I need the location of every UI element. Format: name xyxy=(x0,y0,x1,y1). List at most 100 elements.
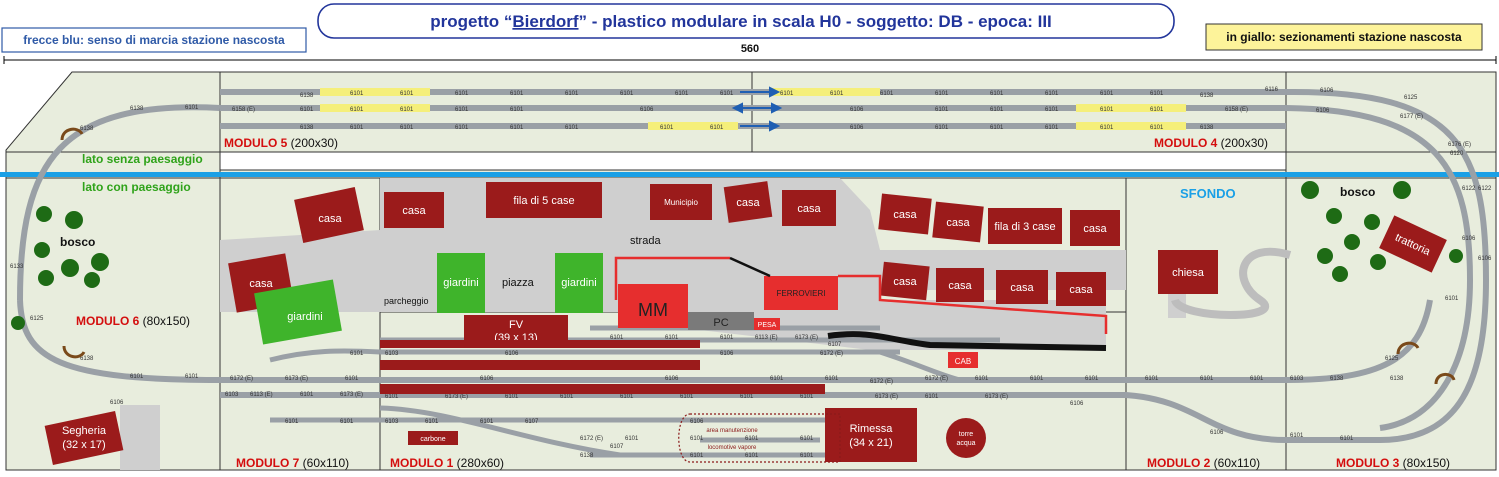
building-trattoria xyxy=(1379,215,1447,273)
track-number: 6101 xyxy=(925,394,939,400)
track-number: 6101 xyxy=(975,376,989,382)
track-number: 6101 xyxy=(690,436,704,442)
track-number: 6101 xyxy=(565,91,579,97)
track-number: 6101 xyxy=(1445,296,1459,302)
track-number: 6122 xyxy=(1462,186,1476,192)
tree-icon xyxy=(65,211,83,229)
track-number: 6103 xyxy=(385,419,399,425)
track-number: 6101 xyxy=(935,91,949,97)
track-number: 6101 xyxy=(1290,433,1304,439)
building-label: fila di 5 case xyxy=(513,195,574,207)
track-number: 6101 xyxy=(510,107,524,113)
track-number: 6106 xyxy=(1478,256,1492,262)
track-number: 6101 xyxy=(1085,376,1099,382)
track-number: 6101 xyxy=(1145,376,1159,382)
tree-icon xyxy=(1301,181,1319,199)
building-rimessa xyxy=(825,408,917,462)
track-number: 6101 xyxy=(1100,107,1114,113)
direction-arrows xyxy=(731,86,783,132)
track-number: 6101 xyxy=(1340,436,1354,442)
track-number: 6101 xyxy=(990,91,1004,97)
garden-label: giardini xyxy=(443,277,478,289)
maintenance-outline xyxy=(678,413,841,463)
building-label: MM xyxy=(638,300,668,320)
width-label: 560 xyxy=(741,43,759,55)
track-numbers: 6138 6101 6101 6101 6101 6101 6101 6101 … xyxy=(10,87,1492,459)
track-number: 6107 xyxy=(828,342,842,348)
building-casa xyxy=(996,270,1048,304)
track-number: 6101 xyxy=(1150,125,1164,131)
track-number: 6101 xyxy=(745,436,759,442)
track-number: 6101 xyxy=(1150,91,1164,97)
track-number: 6138 xyxy=(1200,125,1214,131)
tree-icon xyxy=(1317,248,1333,264)
track-number: 6106 xyxy=(640,107,654,113)
track-number: 6101 xyxy=(990,107,1004,113)
module-size: (80x150) xyxy=(1399,456,1450,470)
building-label: casa xyxy=(893,209,917,221)
module-4-label: MODULO 4 (200x30) xyxy=(1154,136,1268,150)
track-siding xyxy=(269,348,381,363)
track-number: 6138 xyxy=(130,106,144,112)
track-number: 6138 xyxy=(1200,93,1214,99)
track-number: 6106 xyxy=(850,125,864,131)
building-carbone xyxy=(408,431,458,445)
track-number: 6101 xyxy=(560,394,574,400)
track-number: 6106 xyxy=(505,351,519,357)
track-number: 6101 xyxy=(680,394,694,400)
edges xyxy=(614,256,1108,351)
track-number: 6113 (E) xyxy=(250,392,273,398)
track-main xyxy=(220,392,1380,443)
module-size: (80x150) xyxy=(139,314,190,328)
track-number: 6101 xyxy=(800,453,814,459)
track-number: 6103 xyxy=(385,351,399,357)
platform xyxy=(380,340,700,348)
track-number: 6101 xyxy=(510,91,524,97)
tree-icon xyxy=(91,253,109,271)
module-name: MODULO 1 xyxy=(390,456,454,470)
track-main xyxy=(17,299,1433,383)
track-number: 6101 xyxy=(345,376,359,382)
building-label: acqua xyxy=(956,440,975,447)
building-label: casa xyxy=(1010,282,1034,294)
track-number: 6101 xyxy=(505,394,519,400)
track-number: 6101 xyxy=(1100,91,1114,97)
track-number: 6125 xyxy=(1385,356,1399,362)
track-number: 6172 (E) xyxy=(870,379,893,385)
building-label: FERROVIERI xyxy=(777,289,826,298)
track-number: 6173 (E) xyxy=(985,394,1008,400)
track-number: 6101 xyxy=(610,335,624,341)
buildings: casa casa fila di 5 case Municipio casa … xyxy=(44,181,1447,466)
track-number: 6106 xyxy=(690,419,704,425)
module-5-label: MODULO 5 (200x30) xyxy=(224,136,338,150)
maintenance-area: area manutenzione locomotive vapore xyxy=(678,413,841,463)
track-siding xyxy=(379,405,621,458)
building-label: Segheria xyxy=(62,425,107,437)
red-boundary xyxy=(614,256,730,300)
garden xyxy=(437,253,485,313)
platform xyxy=(380,360,700,370)
lane-loop xyxy=(1171,247,1292,319)
track-number: 6138 xyxy=(80,126,94,132)
track-number: 6138 xyxy=(300,93,314,99)
building-casa xyxy=(936,268,984,302)
track-number: 6172 (E) xyxy=(580,436,603,442)
track-number: 6177 (E) xyxy=(1400,114,1423,120)
module-name: MODULO 7 xyxy=(236,456,300,470)
tree-icon xyxy=(34,242,50,258)
building-municipio xyxy=(650,184,712,220)
module-name: MODULO 3 xyxy=(1336,456,1400,470)
track-number: 6138 xyxy=(580,453,594,459)
module-size: (280x60) xyxy=(453,456,504,470)
garden xyxy=(254,279,342,345)
track-number: 6101 xyxy=(340,419,354,425)
track-number: 6101 xyxy=(800,394,814,400)
arrow-right-icon xyxy=(771,102,783,114)
building-cab xyxy=(948,352,978,368)
track-number: 6106 xyxy=(720,351,734,357)
red-boundary xyxy=(838,274,1108,334)
track-number: 6106 xyxy=(1316,108,1330,114)
track-number: 6106 xyxy=(850,107,864,113)
track-number: 6101 xyxy=(455,107,469,113)
